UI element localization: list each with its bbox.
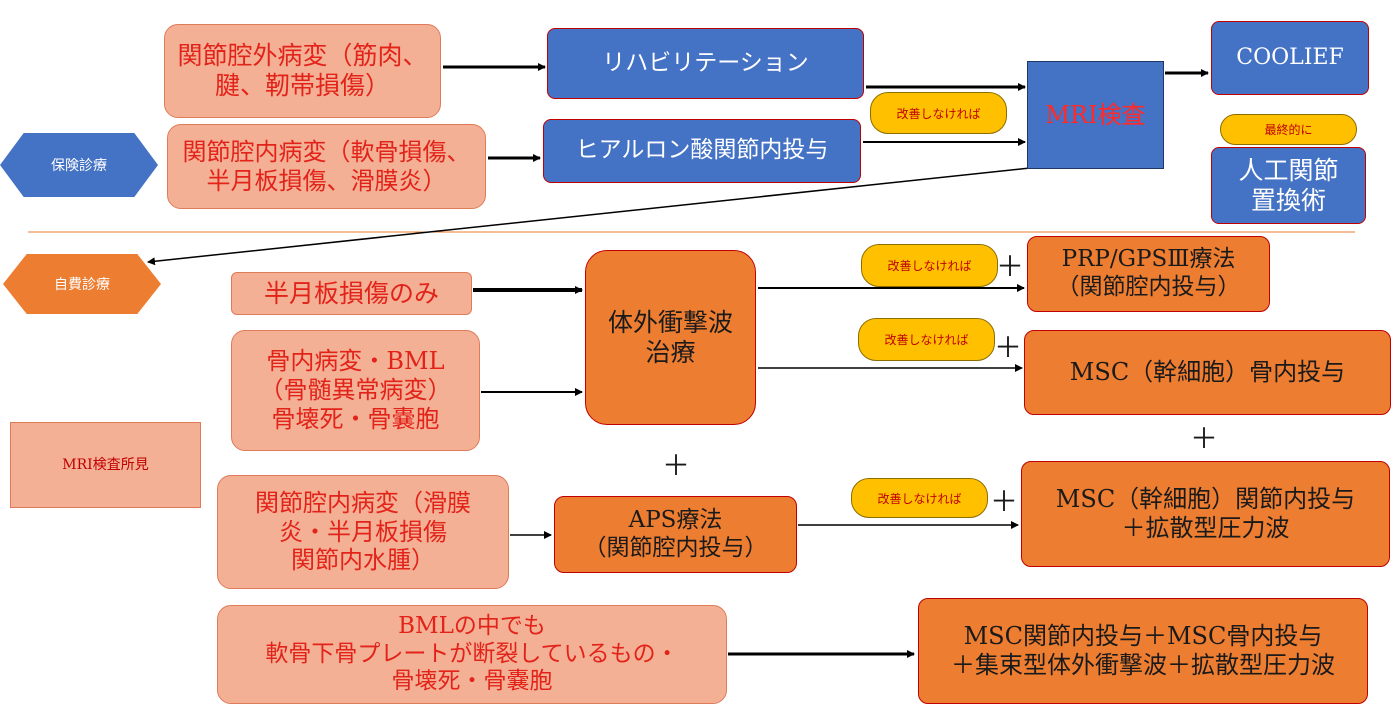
mri-findings-label: MRI検査所見 xyxy=(10,422,201,508)
self-pay-care-text: 自費診療 xyxy=(54,277,110,293)
if-no-improvement-pill-1: 改善しなければ xyxy=(861,244,998,287)
prp-gps-box: PRP/GPSⅢ療法 （関節腔内投与） xyxy=(1027,236,1270,312)
msc-combination-box: MSC関節内投与＋MSC骨内投与 ＋集束型体外衝撃波＋拡散型圧力波 xyxy=(918,598,1368,704)
plus-sign-msc-joint: ＋ xyxy=(990,485,1019,518)
aps-therapy-box: APS療法 （関節腔内投与） xyxy=(554,496,797,573)
bml-subchondral-box: BMLの中でも 軟骨下骨プレートが断裂しているもの・ 骨壊死・骨嚢胞 xyxy=(217,605,727,704)
insurance-care-label: 保険診療 xyxy=(0,133,158,197)
insurance-care-text: 保険診療 xyxy=(51,158,107,174)
finally-pill: 最終的に xyxy=(1220,114,1357,145)
eswt-box: 体外衝撃波 治療 xyxy=(585,250,756,425)
if-no-improvement-pill-3: 改善しなければ xyxy=(851,478,988,518)
arrow-mri-to-selfpay xyxy=(147,167,1031,266)
plus-sign-msc-bone: ＋ xyxy=(994,331,1023,364)
intra-articular-synovitis-box: 関節腔内病変（滑膜 炎・半月板損傷 関節内水腫） xyxy=(217,475,509,589)
joint-replacement-box: 人工関節 置換術 xyxy=(1211,147,1366,224)
msc-joint-injection-box: MSC（幹細胞）関節内投与 ＋拡散型圧力波 xyxy=(1021,461,1390,567)
plus-sign-between-msc: ＋ xyxy=(1190,422,1219,455)
mri-findings-text: MRI検査所見 xyxy=(62,456,149,473)
rehabilitation-box: リハビリテーション xyxy=(547,28,864,99)
mri-exam-box: MRI検査 xyxy=(1027,61,1164,169)
self-pay-care-label: 自費診療 xyxy=(3,254,161,314)
coolief-box: COOLIEF xyxy=(1211,21,1369,95)
plus-sign-eswt-aps: ＋ xyxy=(662,449,691,482)
bone-lesion-box: 骨内病変・BML （骨髄異常病変） 骨壊死・骨嚢胞 xyxy=(231,330,480,451)
if-no-improvement-pill-2: 改善しなければ xyxy=(858,318,995,361)
intra-articular-lesion-box: 関節腔内病変（軟骨損傷、 半月板損傷、滑膜炎） xyxy=(167,124,486,209)
hyaluronic-acid-box: ヒアルロン酸関節内投与 xyxy=(543,119,861,183)
meniscus-only-box: 半月板損傷のみ xyxy=(231,272,472,315)
if-no-improvement-pill-insurance: 改善しなければ xyxy=(870,92,1007,134)
plus-sign-prp: ＋ xyxy=(996,250,1025,283)
extra-articular-lesion-box: 関節腔外病変（筋肉、 腱、靭帯損傷） xyxy=(164,24,441,118)
msc-bone-injection-box: MSC（幹細胞）骨内投与 xyxy=(1024,330,1391,415)
